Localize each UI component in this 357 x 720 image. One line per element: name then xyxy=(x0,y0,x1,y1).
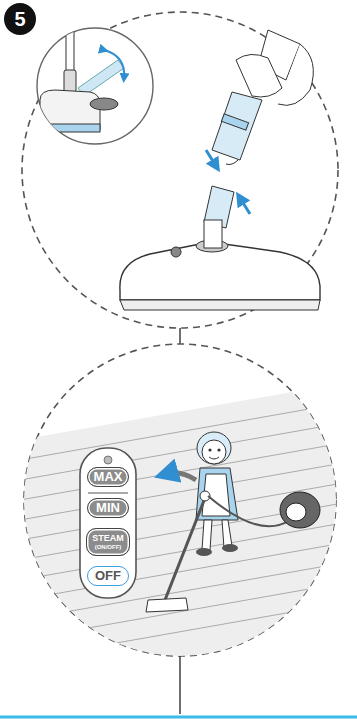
button-label: OFF xyxy=(87,566,129,586)
button-label: MIN xyxy=(87,498,129,518)
step-badge xyxy=(4,3,36,35)
button-text: MAX xyxy=(94,470,123,484)
button-text: OFF xyxy=(95,569,121,583)
leader-line xyxy=(179,328,180,344)
button-text: (ON/OFF) xyxy=(95,544,122,550)
button-label: MAX xyxy=(87,467,129,487)
button-text: STEAM xyxy=(92,534,124,543)
control-panel xyxy=(80,448,136,598)
rule-line xyxy=(0,716,357,719)
step-number: 5 xyxy=(4,8,36,30)
button-label: STEAM(ON/OFF) xyxy=(86,528,130,556)
button-text: MIN xyxy=(96,501,120,515)
dashed-frame xyxy=(22,12,338,328)
leader-line xyxy=(179,656,180,714)
nozzle-attachment xyxy=(120,30,320,310)
floor-scene xyxy=(20,380,357,660)
inset-detail xyxy=(37,20,153,144)
